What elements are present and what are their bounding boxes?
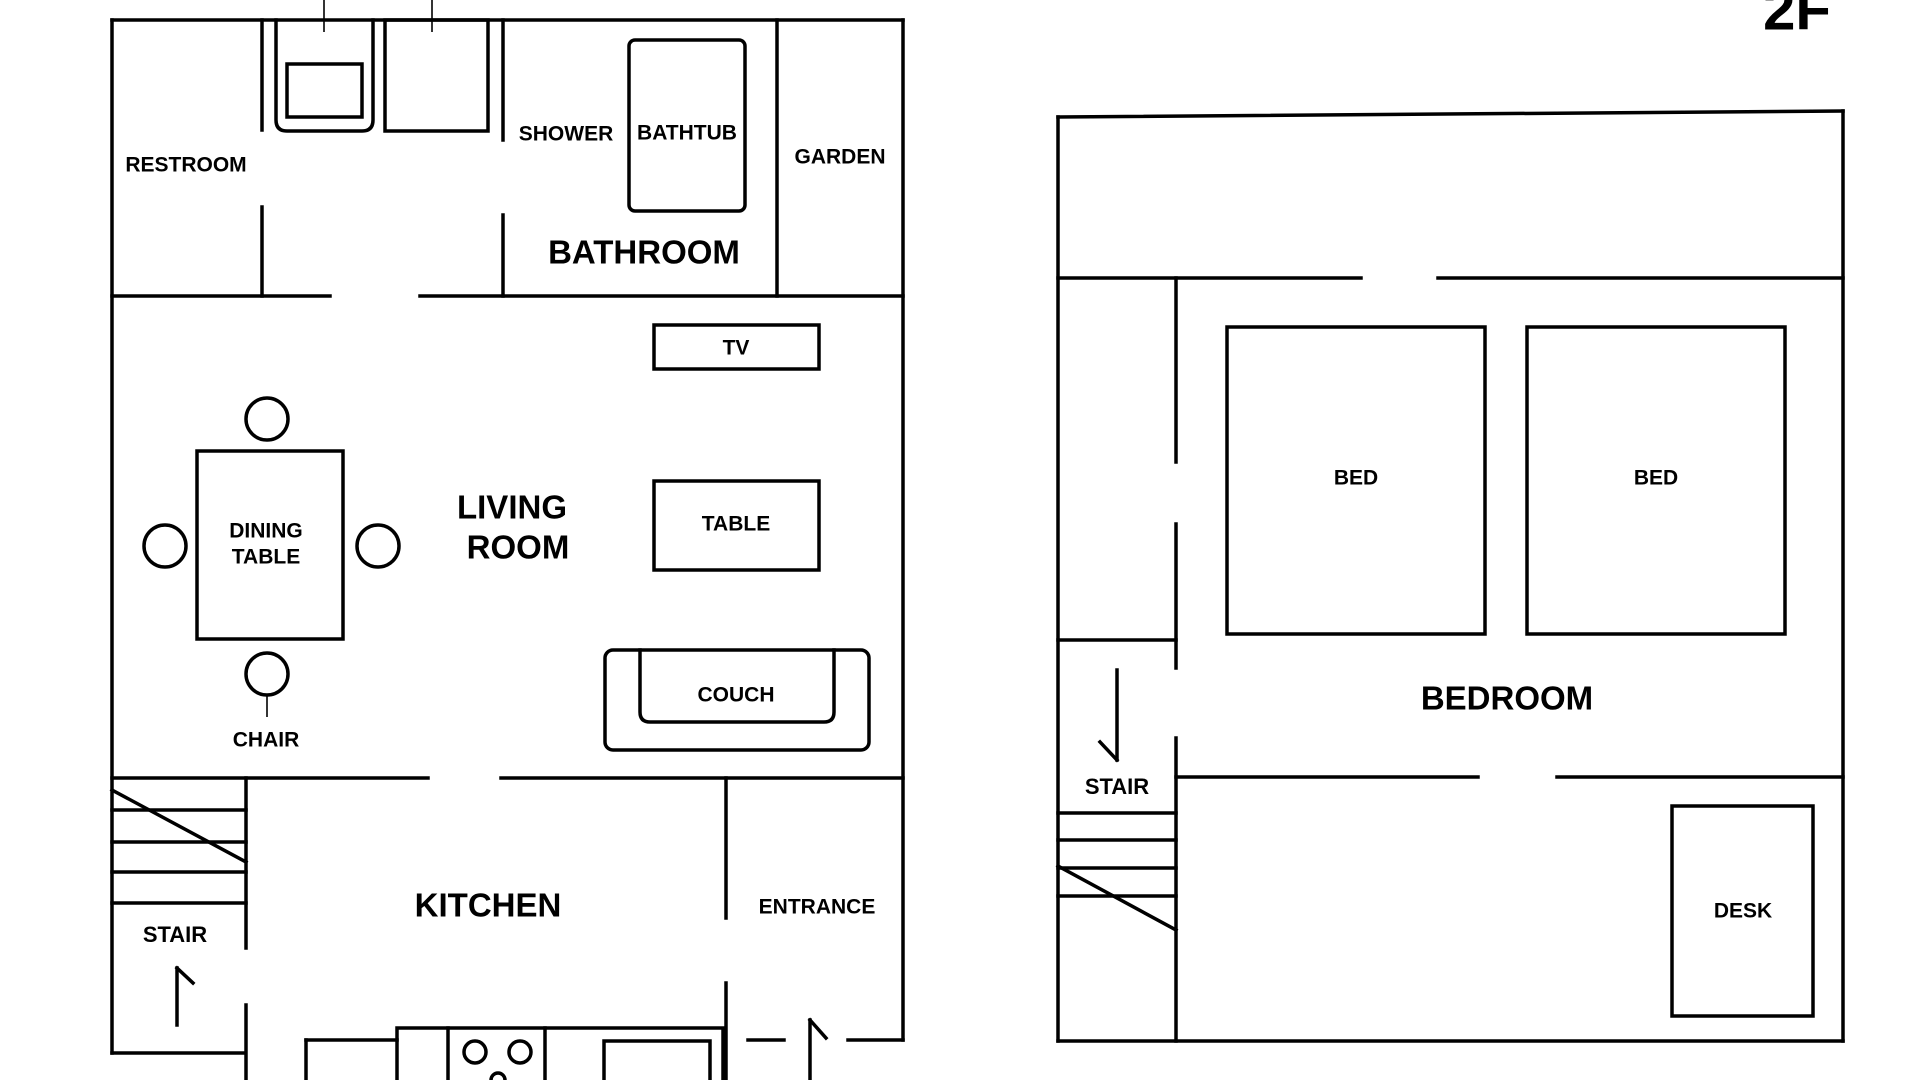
couch-label: COUCH bbox=[698, 684, 775, 707]
bathtub-label: BATHTUB bbox=[637, 122, 737, 145]
kitchen-counter bbox=[304, 1026, 725, 1080]
chair-label: CHAIR bbox=[233, 729, 300, 752]
floor-tag: 2F bbox=[1763, 0, 1831, 42]
kitchen-label: KITCHEN bbox=[415, 887, 562, 924]
restroom-fixtures bbox=[274, 0, 490, 133]
bed-right-label: BED bbox=[1634, 467, 1678, 490]
bed-left-shape bbox=[1225, 325, 1487, 636]
table-label: TABLE bbox=[702, 513, 770, 536]
first-floor-stairs bbox=[109, 787, 249, 1027]
garden-label: GARDEN bbox=[794, 146, 885, 169]
bathroom-label: BATHROOM bbox=[548, 234, 740, 271]
bed-left-label: BED bbox=[1334, 467, 1378, 490]
living-room-label-line2: ROOM bbox=[467, 529, 570, 566]
dining-table-label-line2: TABLE bbox=[232, 546, 300, 569]
desk-label: DESK bbox=[1714, 900, 1772, 923]
table-shape bbox=[652, 479, 821, 572]
tv-shape bbox=[652, 323, 821, 371]
first-floor-stair-label: STAIR bbox=[143, 922, 207, 947]
first-floor-plan: RESTROOM SHOWER BATHTUB GARDEN BATHROOM … bbox=[109, 0, 905, 1080]
bathtub-shape bbox=[627, 38, 747, 213]
living-room-label-line1: LIVING bbox=[457, 489, 567, 526]
couch-shape bbox=[603, 648, 871, 752]
second-floor-stairs bbox=[1055, 668, 1179, 933]
dining-table-label-line1: DINING bbox=[229, 520, 303, 543]
tv-label: TV bbox=[723, 337, 750, 360]
dining-set bbox=[142, 396, 401, 717]
desk-shape bbox=[1670, 804, 1815, 1018]
second-floor-walls bbox=[1056, 109, 1845, 1043]
bedroom-label: BEDROOM bbox=[1421, 680, 1593, 717]
bed-right-shape bbox=[1525, 325, 1787, 636]
shower-label: SHOWER bbox=[519, 123, 614, 146]
second-floor-stair-label: STAIR bbox=[1085, 774, 1149, 799]
entrance-label: ENTRANCE bbox=[759, 896, 876, 919]
restroom-label: RESTROOM bbox=[125, 154, 246, 177]
first-floor-walls bbox=[110, 18, 905, 1080]
second-floor-plan: BED BED BEDROOM STAIR DESK bbox=[1055, 109, 1845, 1043]
